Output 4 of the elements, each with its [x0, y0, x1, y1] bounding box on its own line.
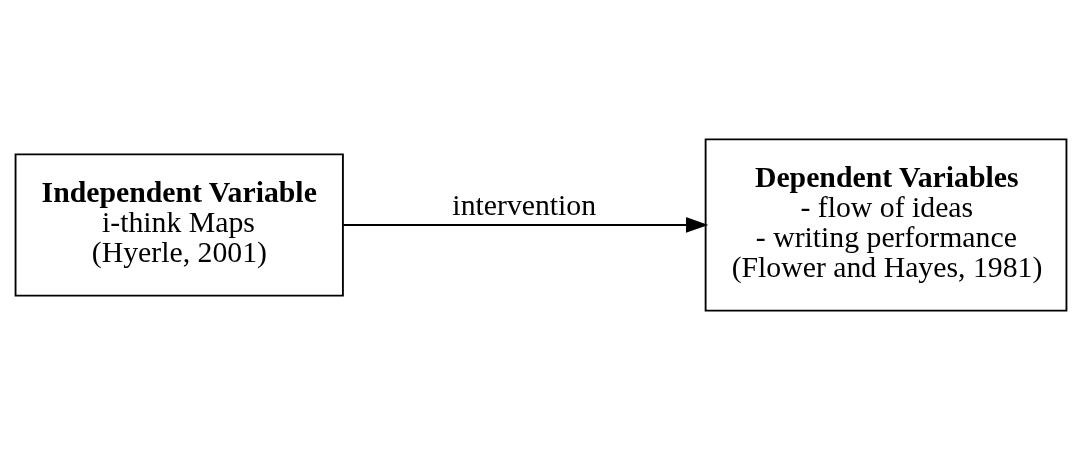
arrow	[342, 217, 709, 233]
node-box: Dependent Variables - flow of ideas - writing performance (Flower and Hayes, 1981)	[704, 138, 1068, 312]
node-box: Independent Variable i-think Maps (Hyerle, 2001)	[14, 153, 344, 297]
edge-label: intervention	[452, 188, 597, 222]
